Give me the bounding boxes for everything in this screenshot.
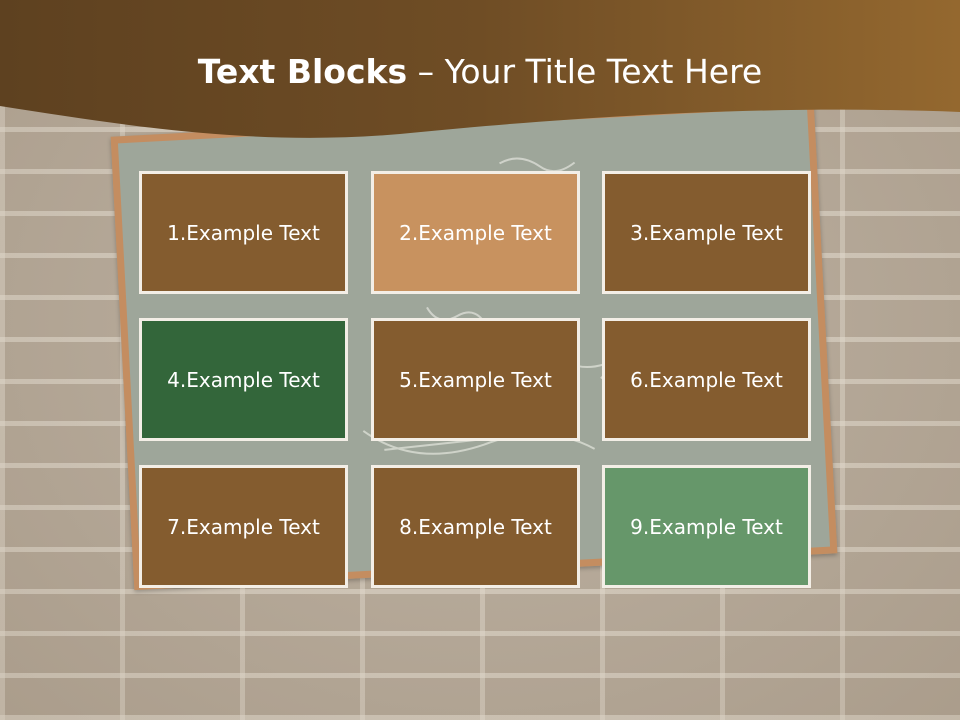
text-block-label: 3.Example Text — [630, 220, 783, 245]
text-block-2[interactable]: 2.Example Text — [371, 171, 580, 294]
text-block-7[interactable]: 7.Example Text — [139, 465, 348, 588]
text-block-8[interactable]: 8.Example Text — [371, 465, 580, 588]
text-block-5[interactable]: 5.Example Text — [371, 318, 580, 441]
text-block-4[interactable]: 4.Example Text — [139, 318, 348, 441]
text-block-label: 4.Example Text — [167, 367, 320, 392]
text-block-label: 5.Example Text — [399, 367, 552, 392]
text-block-1[interactable]: 1.Example Text — [139, 171, 348, 294]
page-title: Text Blocks – Your Title Text Here — [0, 52, 960, 91]
title-bold: Text Blocks — [197, 52, 408, 91]
text-block-3[interactable]: 3.Example Text — [602, 171, 811, 294]
text-block-label: 6.Example Text — [630, 367, 783, 392]
text-block-9[interactable]: 9.Example Text — [602, 465, 811, 588]
text-block-label: 2.Example Text — [399, 220, 552, 245]
text-block-label: 9.Example Text — [630, 514, 783, 539]
text-block-label: 1.Example Text — [167, 220, 320, 245]
text-block-label: 8.Example Text — [399, 514, 552, 539]
text-blocks-grid: 1.Example Text 2.Example Text 3.Example … — [139, 171, 815, 592]
title-rest: – Your Title Text Here — [407, 52, 763, 91]
header-wave-shape — [0, 0, 960, 138]
text-block-label: 7.Example Text — [167, 514, 320, 539]
header-band: Text Blocks – Your Title Text Here — [0, 0, 960, 150]
text-block-6[interactable]: 6.Example Text — [602, 318, 811, 441]
